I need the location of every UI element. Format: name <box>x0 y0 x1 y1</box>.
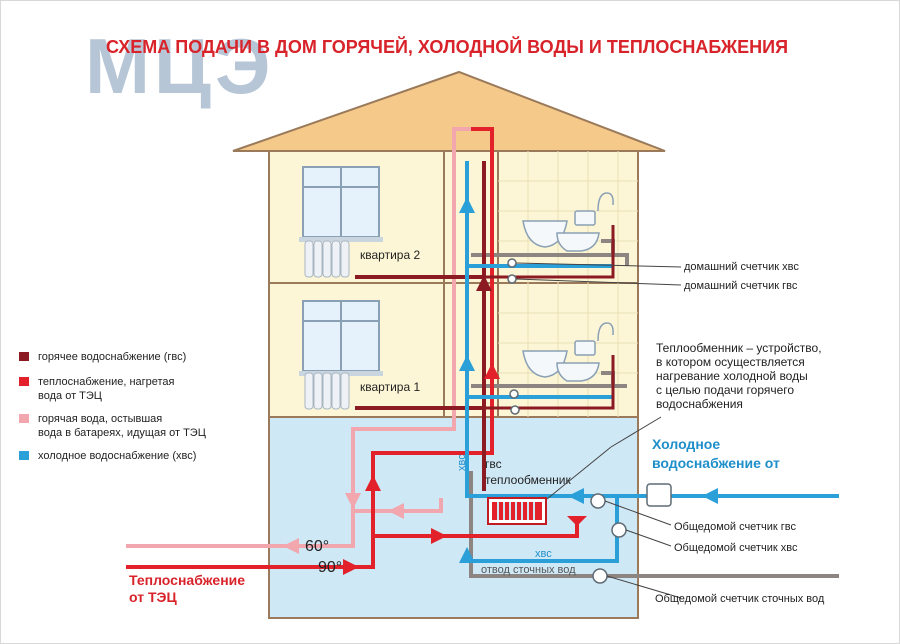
legend-text-heating-return-1: горячая вода, остывшая <box>38 413 162 425</box>
building-cold-meter-label: Общедомой счетчик хвс <box>674 542 798 554</box>
gvs-pipe-label: гвс <box>485 457 502 471</box>
hot-water-branches <box>484 225 615 410</box>
note-line-5: водоснабжения <box>656 397 743 411</box>
legend-text-heating-supply-1: теплоснабжение, нагретая <box>38 376 175 388</box>
home-cold-meter-apt1 <box>509 389 519 399</box>
heat-exchanger-note: Теплообменник – устройство, в котором ос… <box>656 341 822 411</box>
home-hot-meter-label: домашний счетчик гвс <box>684 280 798 292</box>
radiator-apt2 <box>304 240 350 278</box>
heat-exchanger <box>487 497 547 525</box>
note-line-3: нагревание холодной воды <box>656 369 808 383</box>
window-apt1 <box>299 300 383 376</box>
building-hot-meter <box>590 493 606 509</box>
building-sewage-meter <box>592 568 608 584</box>
bathroom-fixtures-bottom <box>522 322 614 382</box>
hot-water-pipes <box>355 161 486 491</box>
sewage-pipe-label: отвод сточных вод <box>481 564 576 576</box>
heating-return-pipes <box>126 127 471 548</box>
apartment-1-label: квартира 1 <box>360 380 420 394</box>
legend-text-heating-return-2: вода в батареях, идущая от ТЭЦ <box>38 427 206 439</box>
legend: горячее водоснабжение (гвс) теплоснабжен… <box>19 351 206 462</box>
return-temperature: 60° <box>305 538 329 555</box>
heat-exchanger-label: теплообменник <box>485 473 572 487</box>
cold-supply-label-line2: водоснабжение от <box>652 455 780 471</box>
hvs-horizontal-label: хвс <box>535 548 552 560</box>
note-line-2: в котором осуществляется <box>656 355 805 369</box>
bathroom-fixtures-top <box>522 192 614 252</box>
legend-swatch-heating-supply <box>19 377 29 386</box>
legend-swatch-heating-return <box>19 414 29 423</box>
legend-text-hot-water: горячее водоснабжение (гвс) <box>38 351 186 363</box>
note-line-4: с целью подачи горячего <box>656 383 794 397</box>
building-sewage-meter-label: Общедомой счетчик сточных вод <box>655 593 825 605</box>
legend-swatch-hot-water <box>19 352 29 361</box>
building-hot-meter-label: Общедомой счетчик гвс <box>674 521 796 533</box>
cold-supply-label-line1: Холодное <box>652 436 720 452</box>
page-title: СХЕМА ПОДАЧИ В ДОМ ГОРЯЧЕЙ, ХОЛОДНОЙ ВОД… <box>106 36 788 57</box>
callout-lines <box>515 262 682 599</box>
home-hot-meter-apt1 <box>510 405 520 415</box>
flow-arrows <box>283 197 718 575</box>
cold-inlet-meter-box <box>646 483 672 507</box>
hvs-vertical-label: хвс <box>456 454 468 471</box>
note-line-1: Теплообменник – устройство, <box>656 341 822 355</box>
legend-swatch-cold-water <box>19 451 29 460</box>
window-apt2 <box>299 166 383 242</box>
heat-supply-label-line2: от ТЭЦ <box>129 589 177 605</box>
roof <box>232 70 666 152</box>
heat-supply-label-line1: Теплоснабжение <box>129 572 245 588</box>
radiator-apt1 <box>304 372 350 410</box>
building-cold-meter <box>611 522 627 538</box>
apartment-2-label: квартира 2 <box>360 248 420 262</box>
legend-text-cold-water: холодное водоснабжение (хвс) <box>38 450 196 462</box>
supply-temperature: 90° <box>318 559 342 576</box>
legend-text-heating-supply-2: вода от ТЭЦ <box>38 390 102 402</box>
watermark: МЦЭ <box>85 22 274 110</box>
home-cold-meter-apt2 <box>507 258 517 268</box>
home-cold-meter-label: домашний счетчик хвс <box>684 261 799 273</box>
home-hot-meter-apt2 <box>507 274 517 284</box>
